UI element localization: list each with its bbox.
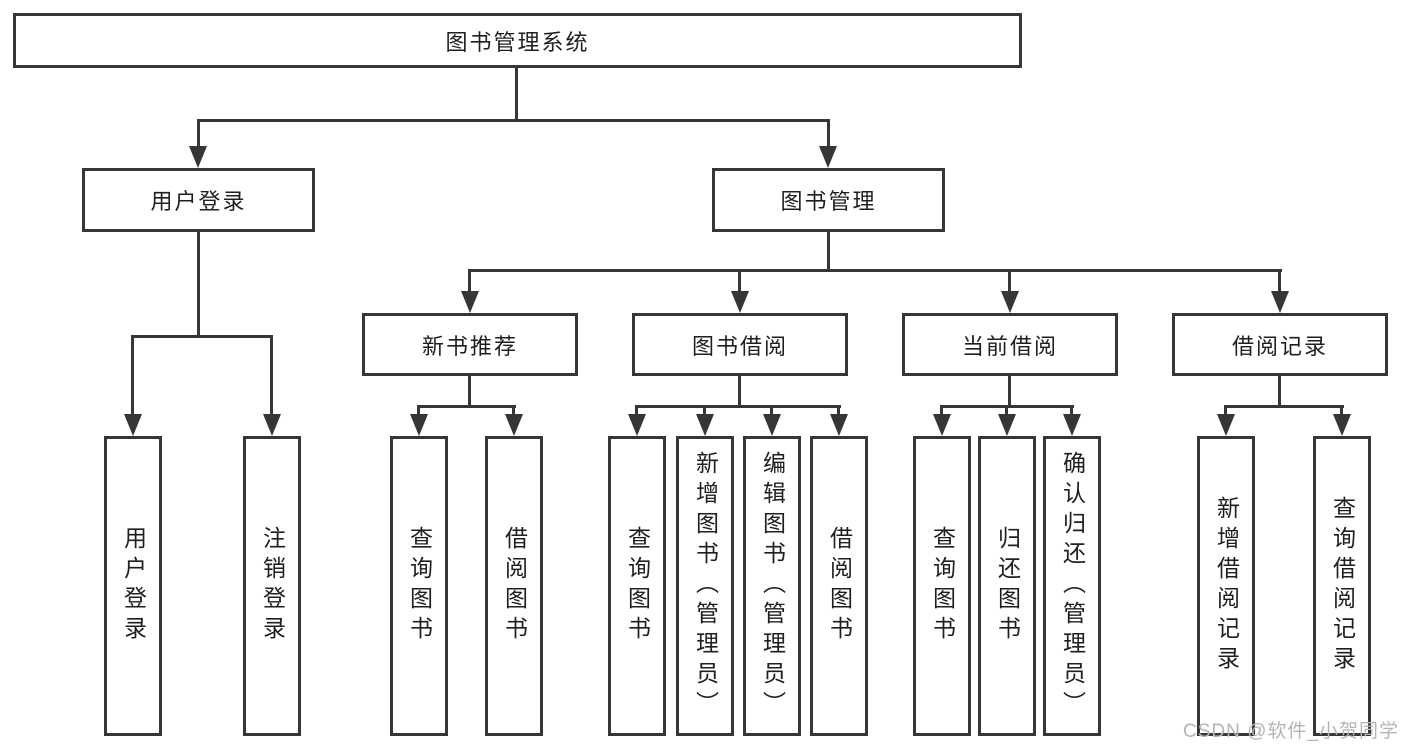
arrow-down-icon: [263, 414, 281, 436]
connector-line: [1340, 405, 1343, 416]
connector-line: [738, 376, 741, 408]
arrow-down-icon: [1333, 414, 1351, 436]
node-label: 新书推荐: [421, 333, 518, 359]
connector-line: [197, 119, 200, 146]
leaf-label: 查询借阅记录: [1329, 496, 1356, 676]
leaf-add-books-admin: 新增图书（管理员）: [676, 436, 734, 736]
leaf-add-borrow-record: 新增借阅记录: [1197, 436, 1255, 736]
connector-line: [131, 335, 134, 414]
connector-line: [635, 405, 638, 416]
connector-line: [1224, 405, 1227, 416]
arrow-down-icon: [731, 291, 749, 313]
node-new-book-recommend: 新书推荐: [362, 313, 578, 376]
leaf-label: 查询图书: [929, 526, 956, 646]
arrow-down-icon: [505, 414, 523, 436]
leaf-label: 用户登录: [120, 526, 147, 646]
connector-line: [635, 405, 841, 408]
leaf-borrow-books: 借阅图书: [810, 436, 868, 736]
arrow-down-icon: [1217, 414, 1235, 436]
connector-line: [131, 335, 273, 338]
connector-line: [197, 232, 200, 338]
leaf-query-books-current: 查询图书: [913, 436, 971, 736]
leaf-borrow-books-recommend: 借阅图书: [485, 436, 543, 736]
leaf-return-books: 归还图书: [978, 436, 1036, 736]
node-label: 当前借阅: [961, 333, 1058, 359]
connector-line: [197, 119, 830, 122]
arrow-down-icon: [189, 146, 207, 168]
arrow-down-icon: [819, 146, 837, 168]
connector-line: [417, 405, 420, 416]
leaf-label: 借阅图书: [826, 526, 853, 646]
arrow-down-icon: [998, 414, 1016, 436]
connector-line: [827, 119, 830, 146]
arrow-down-icon: [410, 414, 428, 436]
arrow-down-icon: [628, 414, 646, 436]
arrow-down-icon: [1001, 291, 1019, 313]
leaf-label: 查询图书: [624, 526, 651, 646]
node-library-management-system: 图书管理系统: [13, 13, 1022, 68]
leaf-confirm-return-admin: 确认归还（管理员）: [1043, 436, 1101, 736]
leaf-label: 确认归还（管理员）: [1059, 451, 1086, 721]
leaf-query-borrow-record: 查询借阅记录: [1313, 436, 1371, 736]
arrow-down-icon: [763, 414, 781, 436]
connector-line: [940, 405, 943, 416]
leaf-label: 新增图书（管理员）: [692, 451, 719, 721]
node-label: 图书管理系统: [445, 29, 590, 55]
connector-line: [1224, 405, 1344, 408]
arrow-down-icon: [696, 414, 714, 436]
connector-line: [703, 405, 706, 416]
leaf-label: 编辑图书（管理员）: [759, 451, 786, 721]
node-borrowing-records: 借阅记录: [1172, 313, 1388, 376]
leaf-query-books-recommend: 查询图书: [390, 436, 448, 736]
arrow-down-icon: [933, 414, 951, 436]
connector-line: [1278, 376, 1281, 408]
node-book-management: 图书管理: [712, 168, 945, 232]
arrow-down-icon: [461, 291, 479, 313]
leaf-user-login: 用户登录: [104, 436, 162, 736]
leaf-label: 归还图书: [994, 526, 1021, 646]
connector-line: [512, 405, 515, 416]
connector-line: [770, 405, 773, 416]
leaf-label: 借阅图书: [501, 526, 528, 646]
connector-line: [1070, 405, 1073, 416]
node-label: 用户登录: [150, 189, 247, 214]
arrow-down-icon: [1271, 291, 1289, 313]
connector-line: [1278, 269, 1281, 291]
node-current-borrowing: 当前借阅: [902, 313, 1118, 376]
connector-line: [270, 335, 273, 414]
node-label: 借阅记录: [1231, 333, 1328, 359]
csdn-watermark: CSDN @软件_小贺同学: [1183, 721, 1399, 742]
node-label: 图书管理: [780, 189, 877, 214]
connector-line: [468, 269, 471, 291]
leaf-label: 注销登录: [259, 526, 286, 646]
connector-line: [417, 405, 516, 408]
connector-line: [468, 269, 1282, 272]
node-user-login: 用户登录: [82, 168, 315, 232]
connector-line: [468, 376, 471, 408]
leaf-edit-books-admin: 编辑图书（管理员）: [743, 436, 801, 736]
connector-line: [1008, 376, 1011, 408]
arrow-down-icon: [1063, 414, 1081, 436]
leaf-label: 新增借阅记录: [1213, 496, 1240, 676]
node-book-borrowing: 图书借阅: [632, 313, 848, 376]
arrow-down-icon: [124, 414, 142, 436]
connector-line: [1008, 269, 1011, 291]
leaf-label: 查询图书: [406, 526, 433, 646]
node-label: 图书借阅: [691, 333, 788, 359]
leaf-query-books-borrowing: 查询图书: [608, 436, 666, 736]
connector-line: [738, 269, 741, 291]
arrow-down-icon: [830, 414, 848, 436]
connector-line: [515, 68, 518, 120]
connector-line: [827, 232, 830, 272]
connector-line: [837, 405, 840, 416]
leaf-logout: 注销登录: [243, 436, 301, 736]
connector-line: [1005, 405, 1008, 416]
